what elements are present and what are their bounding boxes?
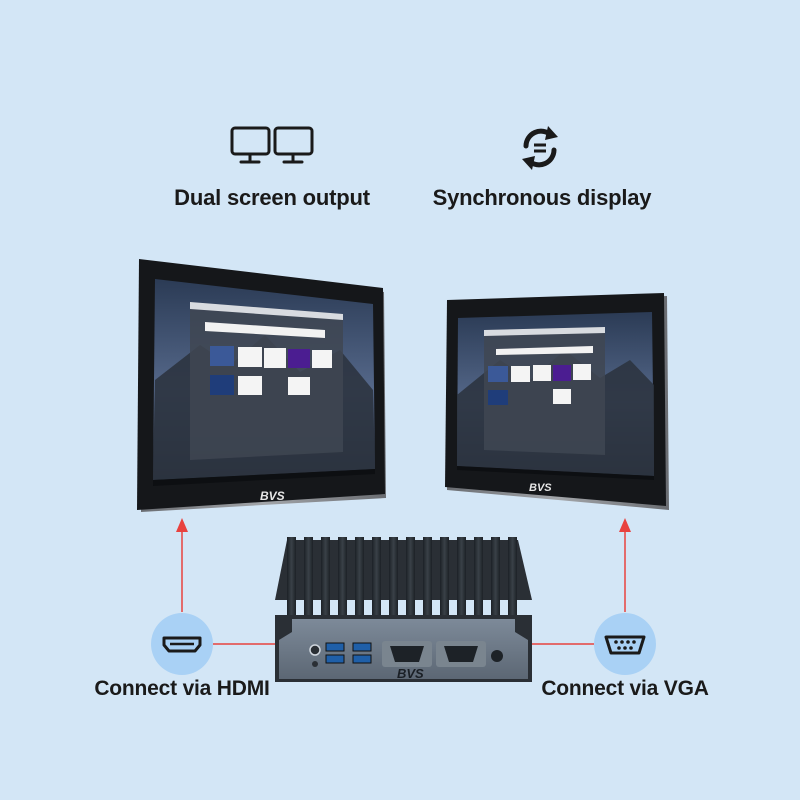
left-monitor-logo: BVS — [260, 489, 285, 503]
serial-port-2 — [436, 641, 486, 667]
left-screen-tiles — [210, 346, 332, 395]
sync-icon — [522, 126, 558, 170]
power-button — [309, 644, 321, 656]
mini-pc: BVS — [275, 537, 532, 682]
feature-dual-screen-label: Dual screen output — [174, 185, 370, 210]
right-monitor-logo: BVS — [529, 482, 552, 494]
arrow-up-right — [619, 518, 631, 532]
heatsink-fins — [287, 537, 517, 615]
hdmi-port-circle — [151, 613, 213, 675]
dual-monitor-icon — [230, 126, 314, 164]
vga-connection-label: Connect via VGA — [541, 677, 709, 700]
feature-sync-display-label: Synchronous display — [432, 185, 652, 210]
serial-port-1 — [382, 641, 432, 667]
pc-logo: BVS — [397, 666, 424, 681]
arrow-up-left — [176, 518, 188, 532]
connection-arrows — [181, 530, 626, 645]
hdmi-port-icon — [162, 636, 202, 653]
right-monitor: BVS — [445, 293, 669, 510]
vga-port-circle — [594, 613, 656, 675]
left-monitor: BVS — [137, 259, 386, 512]
hdmi-connection-label: Connect via HDMI — [94, 677, 270, 700]
vga-port-icon — [604, 635, 646, 655]
right-screen-tiles — [488, 364, 591, 405]
